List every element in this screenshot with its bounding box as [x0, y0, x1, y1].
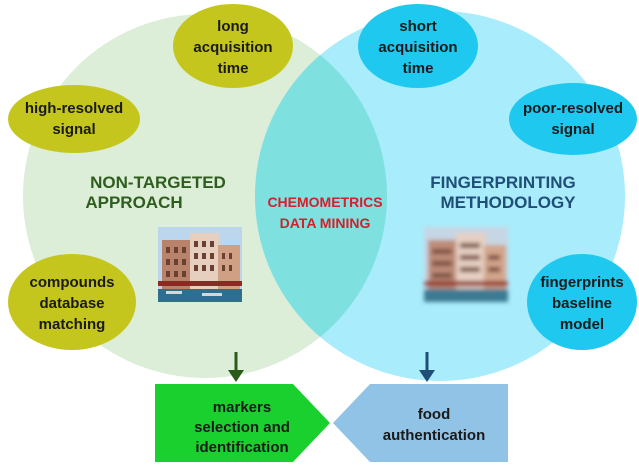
- intersection-label-line-1: CHEMOMETRICS: [267, 194, 382, 210]
- outcome-food-authentication-box: [333, 384, 508, 462]
- bubble-poor-resolved-signal-line-2: signal: [551, 121, 594, 138]
- left-circle-label-line-1: NON-TARGETED: [90, 173, 226, 192]
- bubble-poor-resolved-signal: [509, 83, 637, 155]
- left-circle-label-line-2: APPROACH: [85, 193, 182, 212]
- arrow-right-down: [419, 352, 435, 382]
- outcome-markers-line-1: markers: [213, 399, 271, 416]
- bubble-compounds-database-matching-line-3: matching: [39, 316, 106, 333]
- bubble-long-acquisition-time-line-2: acquisition: [193, 39, 272, 56]
- outcome-markers-line-2: selection and: [194, 419, 290, 436]
- right-circle-label-line-1: FINGERPRINTING: [430, 173, 575, 192]
- intersection-region: [255, 14, 387, 378]
- building-photo-sharp: [158, 227, 242, 302]
- arrow-left-down: [228, 352, 244, 382]
- bubble-fingerprints-baseline-model-line-2: baseline: [552, 295, 612, 312]
- bubble-compounds-database-matching-line-2: database: [39, 295, 104, 312]
- bubble-poor-resolved-signal-line-1: poor-resolved: [523, 100, 623, 117]
- bubble-long-acquisition-time-line-3: time: [218, 60, 249, 77]
- outcome-markers-selection-box: [155, 384, 330, 462]
- bubble-fingerprints-baseline-model: [527, 254, 637, 350]
- bubble-fingerprints-baseline-model-line-3: model: [560, 316, 604, 333]
- bubble-long-acquisition-time-line-1: long: [217, 18, 249, 35]
- bubble-short-acquisition-time-line-2: acquisition: [378, 39, 457, 56]
- outcome-markers-line-3: identification: [195, 439, 288, 456]
- right-circle-label-line-2: METHODOLOGY: [440, 193, 576, 212]
- bubble-high-resolved-signal-line-2: signal: [52, 121, 95, 138]
- bubble-high-resolved-signal: [8, 85, 140, 153]
- intersection-label-line-2: DATA MINING: [280, 215, 371, 231]
- outcome-food-line-1: food: [418, 406, 450, 423]
- bubble-short-acquisition-time-line-3: time: [403, 60, 434, 77]
- bubble-high-resolved-signal-line-1: high-resolved: [25, 100, 123, 117]
- outcome-food-line-2: authentication: [383, 427, 486, 444]
- bubble-compounds-database-matching-line-1: compounds: [30, 274, 115, 291]
- building-photo-blurred: [424, 227, 508, 302]
- bubble-short-acquisition-time: [358, 4, 478, 88]
- bubble-short-acquisition-time-line-1: short: [399, 18, 437, 35]
- bubble-long-acquisition-time: [173, 4, 293, 88]
- bubble-compounds-database-matching: [8, 254, 136, 350]
- bubble-fingerprints-baseline-model-line-1: fingerprints: [540, 274, 623, 291]
